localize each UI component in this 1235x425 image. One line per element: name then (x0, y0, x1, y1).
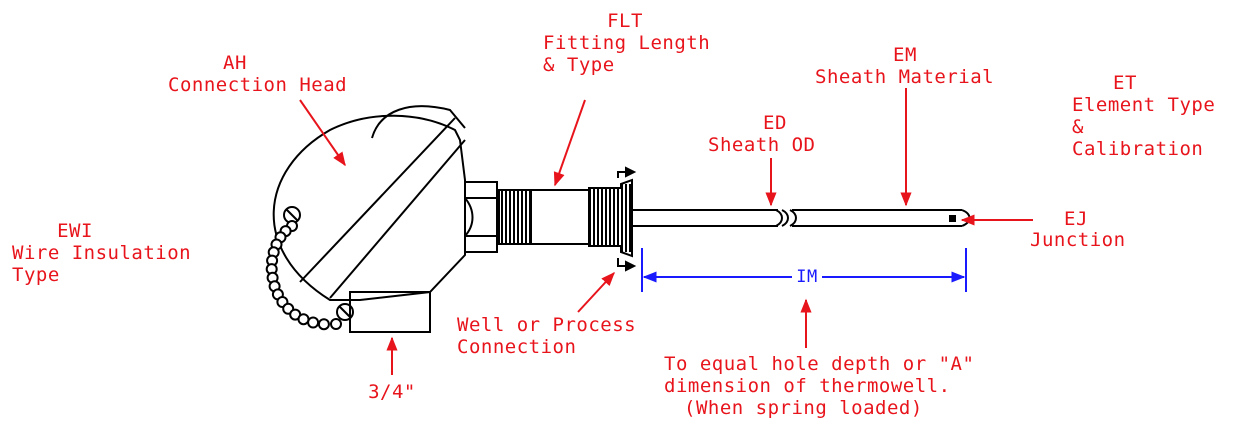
ewi-code: EWI (57, 220, 93, 242)
fitting-threads-left (498, 189, 532, 245)
em-line1: Sheath Material (815, 66, 995, 88)
conduit-size: 3/4" (368, 381, 416, 403)
ah-code: AH (223, 52, 247, 74)
et-line1: Element Type (1072, 94, 1216, 116)
note-line2: dimension of thermowell. (664, 375, 951, 397)
flt-line2: & Type (543, 54, 615, 76)
sheath (632, 209, 971, 227)
chain-link (297, 313, 310, 326)
et-line2: & (1072, 116, 1084, 138)
im-code: IM (796, 267, 818, 287)
chain-link (330, 318, 342, 330)
et-code: ET (1113, 72, 1137, 94)
flt-code: FLT (607, 10, 643, 32)
arrow-ah (299, 99, 346, 167)
et-line3: Calibration (1072, 138, 1204, 160)
ewi-line2: Type (12, 264, 60, 286)
connection-head (272, 105, 466, 333)
ed-line1: Sheath OD (708, 134, 816, 156)
flt-line1: Fitting Length (543, 32, 711, 54)
process-threads (588, 178, 633, 258)
ej-code: EJ (1064, 208, 1088, 230)
ed-code: ED (763, 112, 787, 134)
chain-link (307, 316, 320, 329)
junction-dot (949, 215, 956, 222)
im-dimension (641, 248, 967, 292)
note-line1: To equal hole depth or "A" (664, 353, 975, 375)
arrow-flt (553, 99, 586, 187)
hex-nut (464, 181, 498, 253)
ewi-line1: Wire Insulation (12, 242, 192, 264)
ah-line1: Connection Head (168, 74, 348, 96)
chain-link (317, 318, 330, 331)
reference-marks (617, 166, 637, 272)
em-code: EM (893, 44, 917, 66)
well-line1: Well or Process (457, 314, 637, 336)
chain (265, 220, 342, 331)
arrow-well (577, 271, 615, 313)
well-line2: Connection (457, 336, 577, 358)
callout-arrows (299, 88, 1033, 375)
note-line3: (When spring loaded) (684, 397, 923, 419)
ej-line1: Junction (1030, 229, 1126, 251)
fitting-body (530, 189, 590, 245)
